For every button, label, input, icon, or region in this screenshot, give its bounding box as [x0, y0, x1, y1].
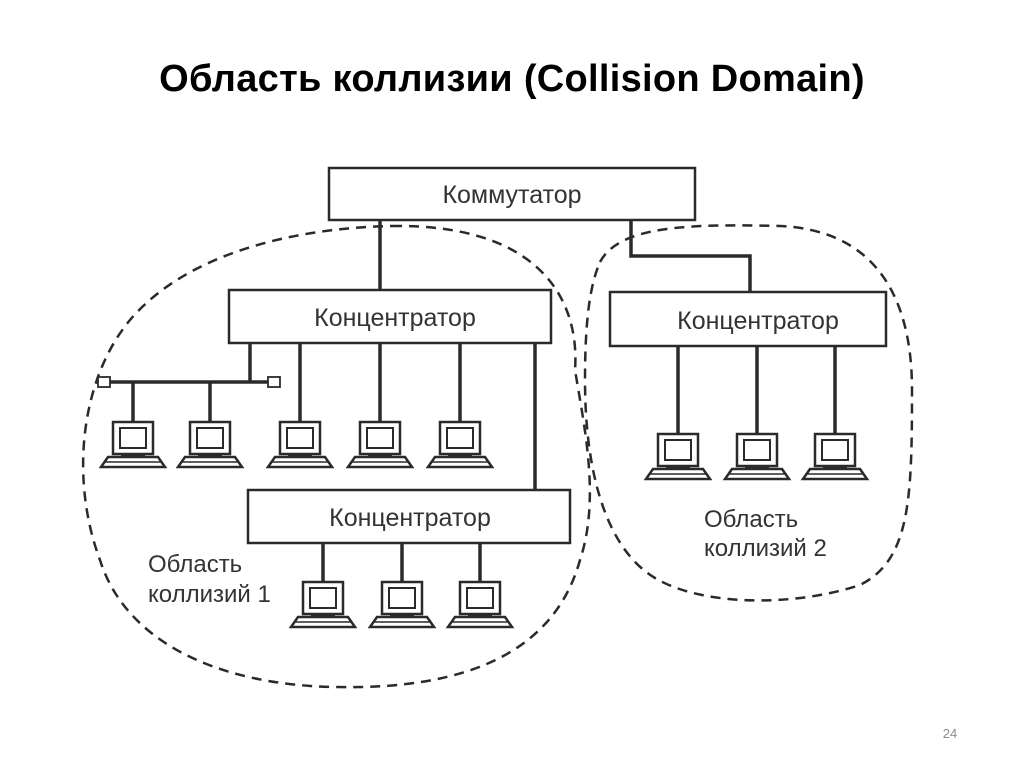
page-number: 24	[942, 726, 958, 741]
collision-domain-1-label-line2: коллизий 1	[148, 581, 271, 608]
computer-icon	[426, 420, 494, 469]
collision-domain-2-label-line1: Область	[704, 506, 798, 533]
connection-lines	[110, 220, 837, 582]
hub-3-box	[246, 488, 572, 545]
terminator-icon	[97, 376, 111, 388]
switch-label: Коммутатор	[442, 181, 581, 209]
switch-box	[327, 166, 697, 222]
computer-icon	[644, 432, 712, 481]
computer-icon	[266, 420, 334, 469]
computer-icon	[289, 580, 357, 629]
hub-3-label: Концентратор	[329, 504, 491, 532]
hub-1-box	[227, 288, 553, 345]
terminator-icon	[267, 376, 281, 388]
computer-icon	[723, 432, 791, 481]
computer-icon	[346, 420, 414, 469]
slide-title: Область коллизии (Collision Domain)	[159, 58, 865, 100]
collision-domain-2-label-line2: коллизий 2	[704, 535, 827, 562]
hub-2-box	[608, 290, 888, 348]
computer-icon	[446, 580, 514, 629]
collision-domain-1-boundary	[81, 224, 592, 689]
computer-icon	[801, 432, 869, 481]
computer-icon	[368, 580, 436, 629]
computer-icon	[99, 420, 167, 469]
hub-1-label: Концентратор	[314, 304, 476, 332]
computer-icon	[176, 420, 244, 469]
hub-2-label: Концентратор	[677, 307, 839, 335]
collision-domain-2-boundary	[583, 224, 914, 602]
collision-domain-1-label-line1: Область	[148, 551, 242, 578]
